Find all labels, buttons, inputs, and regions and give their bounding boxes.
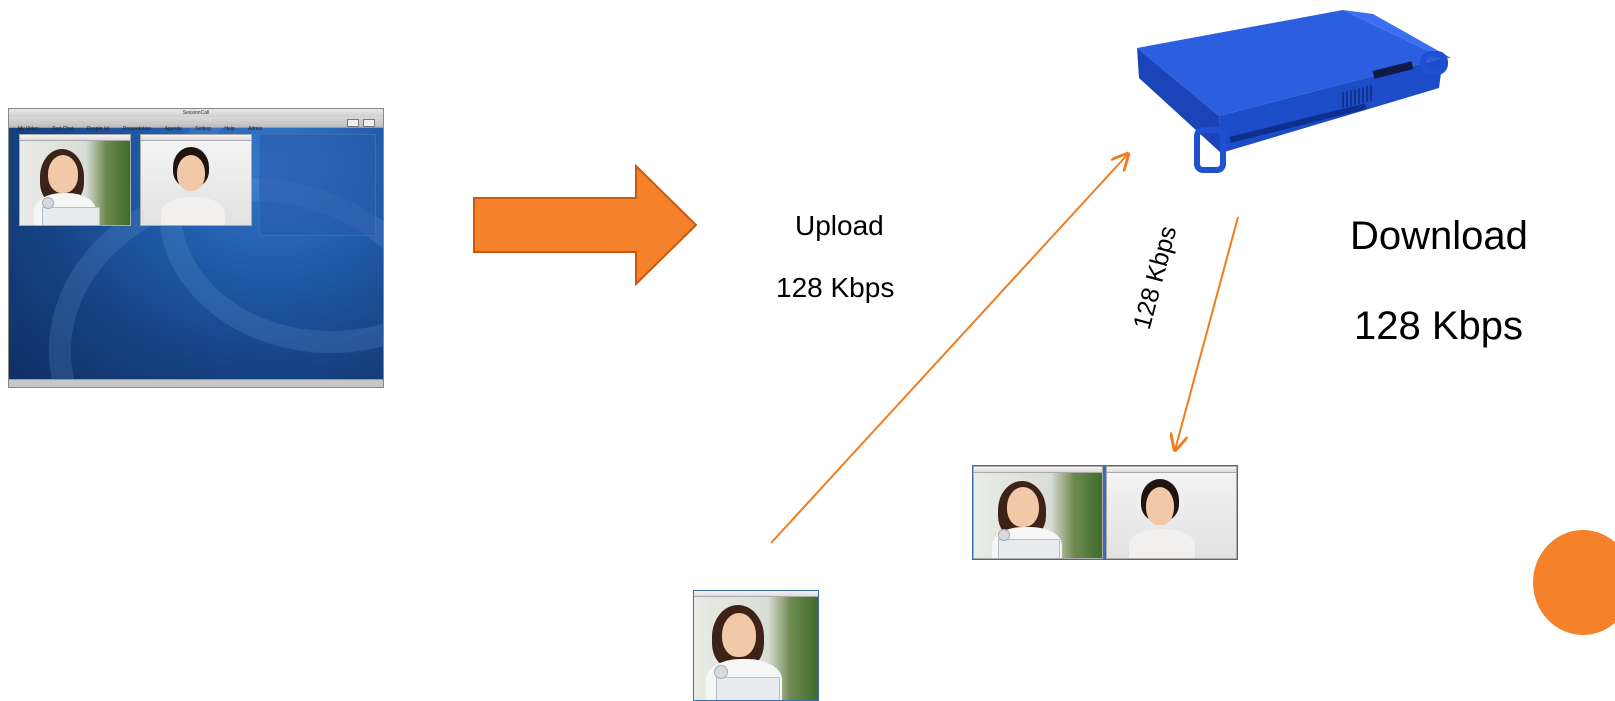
video-tile-woman-2 bbox=[140, 134, 252, 226]
menu-presentation[interactable]: Presentation bbox=[123, 126, 152, 132]
received-video-strip bbox=[972, 465, 1238, 560]
sender-video-tile bbox=[693, 590, 819, 701]
menu-agenda[interactable]: Agenda bbox=[164, 126, 182, 132]
toolbar-button[interactable] bbox=[363, 119, 375, 127]
menu-people[interactable]: People (x) bbox=[86, 126, 110, 132]
app-title: SessionCall bbox=[9, 109, 383, 117]
menu-admin[interactable]: Admin bbox=[248, 126, 263, 132]
app-window-screenshot: SessionCall My Video Text Chat People (x… bbox=[8, 108, 384, 388]
download-title: Download bbox=[1350, 214, 1528, 258]
decorative-circle bbox=[1533, 530, 1615, 635]
empty-video-slot bbox=[259, 134, 376, 236]
right-arrow-icon bbox=[473, 163, 698, 287]
upload-rate: 128 Kbps bbox=[776, 272, 895, 303]
upload-title: Upload bbox=[795, 210, 884, 241]
video-tile-woman-1 bbox=[19, 134, 131, 226]
app-menubar: My Video Text Chat People (x) Presentati… bbox=[9, 117, 383, 132]
video-tile-woman-2 bbox=[1106, 466, 1237, 559]
toolbar-button[interactable] bbox=[347, 119, 359, 127]
app-status-bar bbox=[9, 379, 383, 387]
menu-text-chat[interactable]: Text Chat bbox=[52, 126, 74, 132]
upload-line bbox=[770, 154, 1128, 544]
video-tile-woman-1 bbox=[973, 466, 1103, 559]
menu-my-video[interactable]: My Video bbox=[18, 126, 39, 132]
menu-setting[interactable]: Setting bbox=[195, 126, 211, 132]
download-line bbox=[1175, 216, 1239, 450]
download-rate: 128 Kbps bbox=[1354, 304, 1524, 348]
menu-help[interactable]: Help bbox=[224, 126, 235, 132]
rack-server-icon bbox=[1137, 10, 1451, 173]
